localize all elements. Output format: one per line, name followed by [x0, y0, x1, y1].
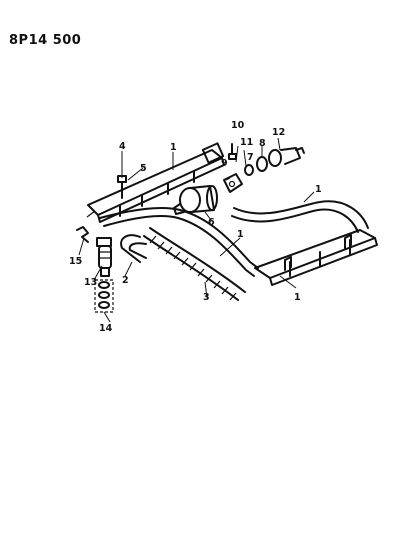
callout-12: 12 — [272, 127, 285, 138]
bolt-left — [117, 175, 127, 199]
fuel-pressure-line — [231, 200, 369, 233]
bolt-right — [228, 143, 237, 160]
callout-15: 15 — [69, 256, 82, 267]
callout-11: 11 — [240, 137, 253, 148]
callout-6: 6 — [208, 217, 215, 228]
fuel-rail-right — [254, 229, 378, 286]
callout-1-middle: 1 — [237, 229, 244, 240]
o-ring-set — [94, 279, 114, 313]
callout-5: 5 — [140, 163, 147, 174]
callout-13: 13 — [84, 277, 97, 288]
fitting-assembly — [223, 147, 305, 193]
injector-clip — [76, 226, 89, 243]
callout-4: 4 — [119, 141, 126, 152]
callout-1-right-top: 1 — [315, 184, 322, 195]
callout-1-top: 1 — [170, 142, 177, 153]
callout-1-right-bottom: 1 — [294, 292, 301, 303]
callout-3: 3 — [203, 292, 210, 303]
fuel-rail-left — [86, 142, 225, 223]
callout-9: 9 — [221, 158, 228, 169]
fuel-injector — [96, 237, 112, 277]
callout-14: 14 — [99, 323, 113, 334]
diagram-id: 8P14 500 — [9, 33, 82, 48]
leader-lines — [78, 137, 315, 323]
callout-8: 8 — [259, 138, 266, 149]
crossover-fuel-tube — [99, 207, 259, 277]
callout-10: 10 — [231, 120, 245, 131]
vacuum-hose — [120, 234, 147, 263]
callout-2: 2 — [122, 275, 129, 286]
return-hose — [143, 227, 246, 301]
pressure-regulator — [173, 185, 218, 215]
callout-7: 7 — [247, 152, 254, 163]
